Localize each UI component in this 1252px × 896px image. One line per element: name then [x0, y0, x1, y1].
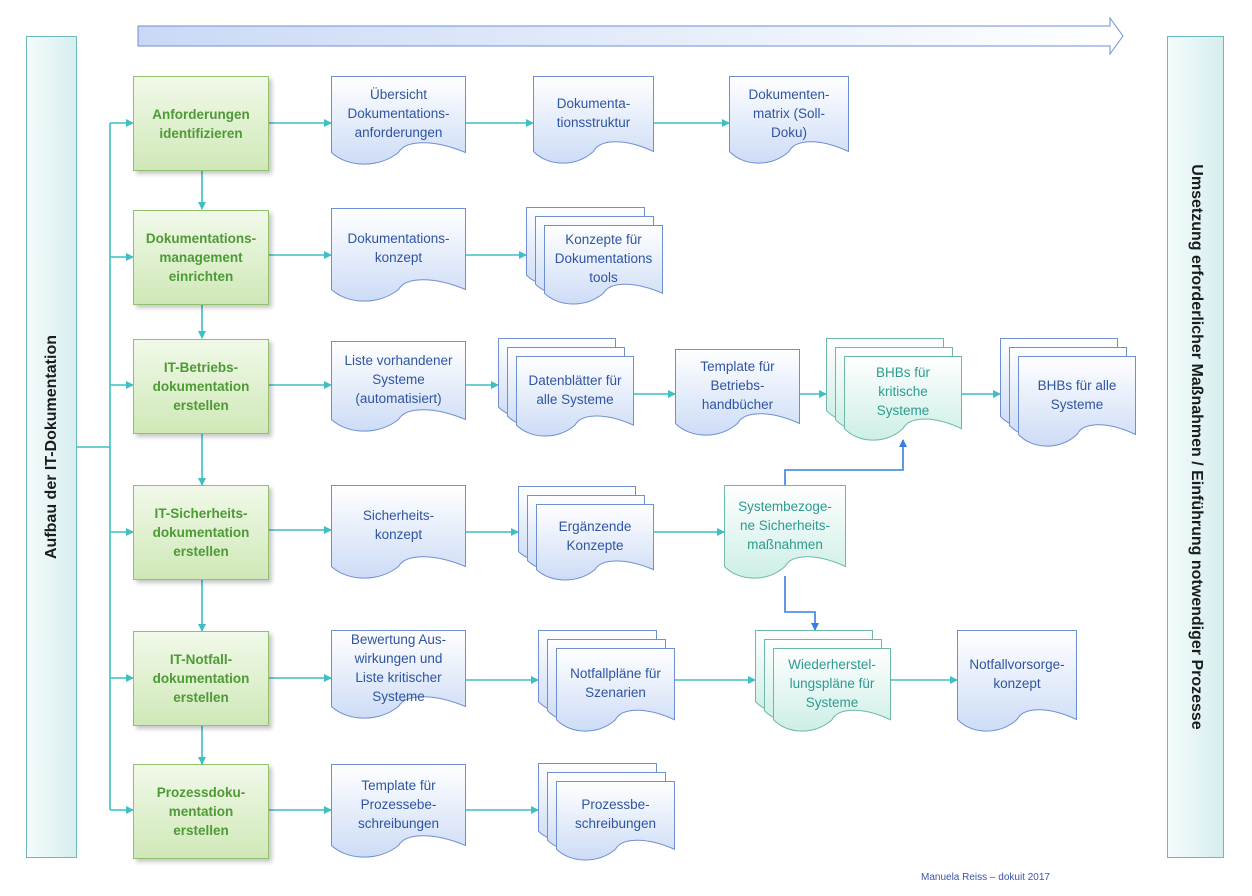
doc-dokumentationskonzept: Dokumentations- konzept: [331, 208, 466, 302]
doc-label: Liste vorhandener Systeme (automatisiert…: [344, 353, 453, 406]
doc-label: Template für Betriebs- handbücher: [700, 359, 775, 412]
doc-label: Prozessbe- schreibungen: [574, 797, 657, 832]
doc-label: BHBs für kritische Systeme: [875, 365, 930, 419]
document-shape: [331, 208, 466, 302]
doc-sicherheitskonzept: Sicherheits- konzept: [331, 485, 466, 579]
document-shape: [331, 341, 466, 432]
doc-label: Dokumenten- matrix (Soll- Doku): [748, 86, 830, 140]
step-it-sicherheit: IT-Sicherheits- dokumentation erstellen: [133, 485, 269, 580]
document-shape: [331, 764, 466, 858]
document-shape: [331, 485, 466, 579]
document-shape: [331, 76, 466, 165]
step-anforderungen: Anforderungen identifizieren: [133, 76, 269, 171]
document-shape: [755, 630, 891, 732]
doc-label: BHBs für alle Systeme: [1037, 377, 1117, 412]
document-shape: [729, 76, 849, 164]
doc-label: Konzepte für Dokumentations tools: [554, 231, 653, 285]
step-label: IT-Sicherheits- dokumentation erstellen: [152, 506, 250, 559]
document-shape: [675, 349, 800, 436]
doc-template-betriebshandbuecher: Template für Betriebs- handbücher: [675, 349, 800, 436]
doc-label: Dokumentations- konzept: [347, 231, 450, 265]
doc-liste-systeme: Liste vorhandener Systeme (automatisiert…: [331, 341, 466, 432]
doc-label: Systembezoge- ne Sicherheits- maßnahmen: [738, 498, 832, 552]
step-prozessdokumentation: Prozessdoku- mentation erstellen: [133, 764, 269, 859]
document-shape: [498, 338, 634, 437]
doc-label: Übersicht Dokumentations- anforderungen: [347, 87, 450, 140]
doc-label: Template für Prozessebe- schreibungen: [357, 777, 440, 831]
document-shape: [533, 76, 654, 164]
doc-datenblaetter: Datenblätter für alle Systeme: [498, 338, 634, 437]
document-shape: [518, 486, 654, 581]
doc-dokumentationsstruktur: Dokumenta- tionsstruktur: [533, 76, 654, 164]
step-label: IT-Notfall- dokumentation erstellen: [152, 652, 250, 705]
doc-label: Bewertung Aus- wirkungen und Liste kriti…: [350, 631, 447, 704]
left-sidebar: Aufbau der IT-Dokumentation: [26, 36, 77, 858]
doc-systembezogene-massnahmen: Systembezoge- ne Sicherheits- maßnahmen: [724, 485, 846, 579]
footer-credit: Manuela Reiss – dokuit 2017: [921, 872, 1050, 883]
document-shape: [724, 485, 846, 579]
document-shape: [826, 338, 962, 441]
right-sidebar: Umsetzung erforderlicher Maßnahmen / Ein…: [1167, 36, 1224, 858]
step-dokumentationsmanagement: Dokumentations- management einrichten: [133, 210, 269, 305]
doc-dokumentenmatrix: Dokumenten- matrix (Soll- Doku): [729, 76, 849, 164]
doc-bhbs-alle-systeme: BHBs für alle Systeme: [1000, 338, 1136, 447]
step-label: Anforderungen identifizieren: [152, 106, 250, 141]
step-label: IT-Betriebs- dokumentation erstellen: [152, 360, 250, 413]
doc-uebersicht-anforderungen: Übersicht Dokumentations- anforderungen: [331, 76, 466, 165]
document-shape: [538, 763, 675, 861]
document-shape: [331, 630, 466, 719]
step-label: Dokumentations- management einrichten: [145, 231, 257, 284]
document-shape: [1000, 338, 1136, 447]
doc-konzepte-tools: Konzepte für Dokumentations tools: [526, 207, 663, 305]
doc-bewertung-auswirkungen: Bewertung Aus- wirkungen und Liste kriti…: [331, 630, 466, 719]
step-it-betrieb: IT-Betriebs- dokumentation erstellen: [133, 339, 269, 434]
doc-notfallplaene: Notfallpläne für Szenarien: [538, 630, 675, 732]
doc-label: Wiederherstel- lungspläne für Systeme: [788, 656, 876, 710]
doc-bhbs-kritische-systeme: BHBs für kritische Systeme: [826, 338, 962, 441]
doc-wiederherstellungsplaene: Wiederherstel- lungspläne für Systeme: [755, 630, 891, 732]
doc-ergaenzende-konzepte: Ergänzende Konzepte: [518, 486, 654, 581]
doc-label: Notfallpläne für Szenarien: [570, 666, 661, 701]
document-shape: [957, 630, 1077, 732]
doc-label: Notfallvorsorge- konzept: [969, 657, 1065, 691]
doc-template-prozessbeschreibungen: Template für Prozessebe- schreibungen: [331, 764, 466, 858]
doc-label: Sicherheits- konzept: [362, 508, 435, 542]
step-label: Prozessdoku- mentation erstellen: [156, 785, 246, 838]
doc-notfallvorsorgekonzept: Notfallvorsorge- konzept: [957, 630, 1077, 732]
doc-label: Dokumenta- tionsstruktur: [556, 96, 631, 130]
doc-label: Datenblätter für alle Systeme: [528, 372, 622, 407]
doc-label: Ergänzende Konzepte: [558, 519, 632, 553]
document-shape: [526, 207, 663, 305]
step-it-notfall: IT-Notfall- dokumentation erstellen: [133, 631, 269, 726]
document-shape: [538, 630, 675, 732]
doc-prozessbeschreibungen: Prozessbe- schreibungen: [538, 763, 675, 861]
